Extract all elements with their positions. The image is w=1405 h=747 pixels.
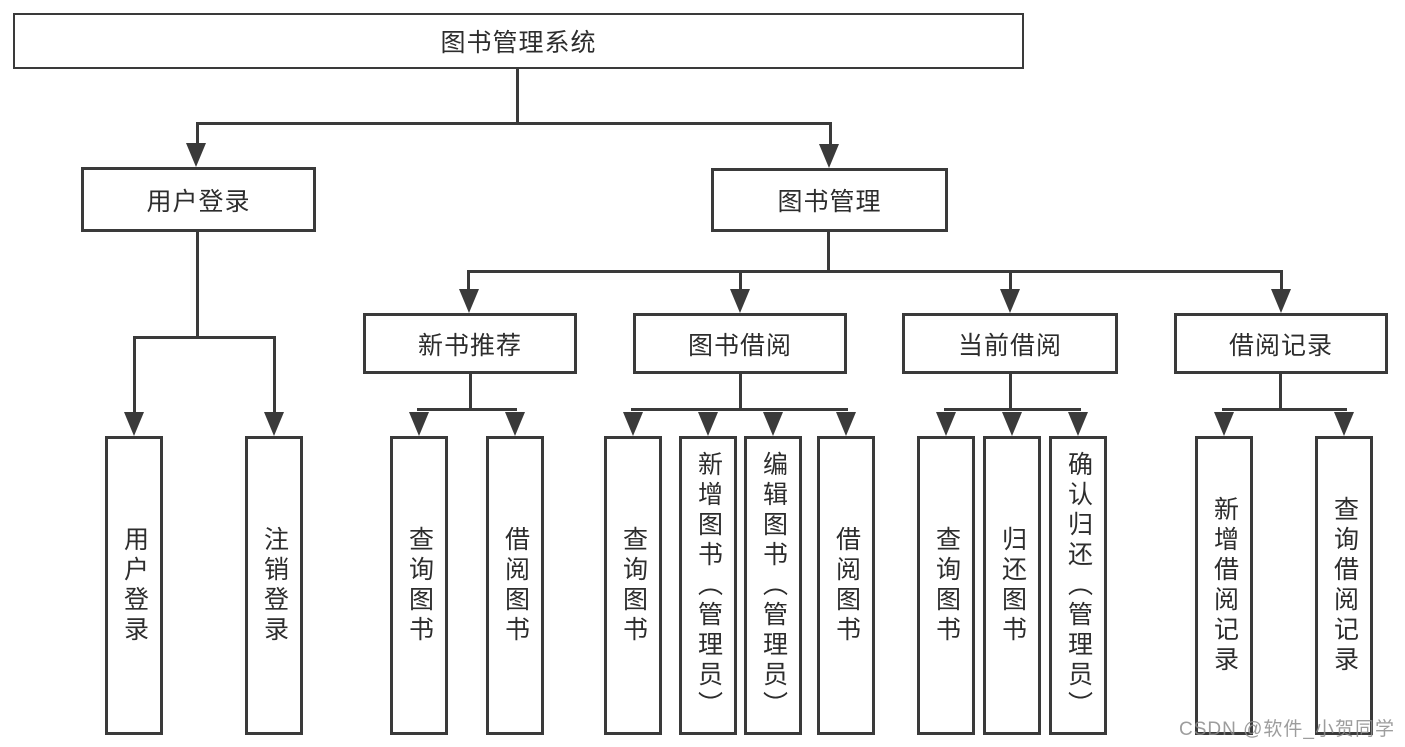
node-book-management: 图书管理: [711, 168, 948, 232]
node-label: 当前借阅: [957, 331, 1062, 360]
connector: [944, 408, 1081, 411]
leaf-query-borrow-record: 查询借阅记录: [1315, 436, 1373, 735]
arrow-down-icon: [819, 144, 839, 168]
arrow-down-icon: [186, 143, 206, 167]
node-label: 新书推荐: [417, 331, 522, 360]
connector: [631, 408, 848, 411]
node-library-management-system: 图书管理系统: [13, 13, 1024, 69]
arrow-down-icon: [459, 289, 479, 313]
arrow-down-icon: [124, 412, 144, 436]
node-label: 用户登录: [146, 187, 251, 216]
arrow-down-icon: [409, 412, 429, 436]
node-label: 图书管理系统: [440, 29, 597, 57]
connector: [1222, 408, 1347, 411]
arrow-down-icon: [623, 412, 643, 436]
leaf-edit-books-admin: 编辑图书（管理员）: [744, 436, 802, 735]
leaf-borrow-books: 借阅图书: [486, 436, 544, 735]
leaf-return-books: 归还图书: [983, 436, 1041, 735]
connector: [273, 336, 276, 414]
node-borrow-records: 借阅记录: [1174, 313, 1388, 374]
arrow-down-icon: [1334, 412, 1354, 436]
connector: [829, 122, 832, 146]
leaf-query-books: 查询图书: [390, 436, 448, 735]
leaf-label: 查询图书: [619, 525, 648, 646]
leaf-query-books: 查询图书: [604, 436, 662, 735]
leaf-query-books: 查询图书: [917, 436, 975, 735]
leaf-label: 确认归还（管理员）: [1064, 450, 1093, 721]
leaf-label: 借阅图书: [832, 525, 861, 646]
node-book-borrow: 图书借阅: [633, 313, 847, 374]
connector: [467, 270, 470, 292]
connector: [469, 374, 472, 408]
leaf-label: 查询借阅记录: [1330, 495, 1359, 676]
leaf-label: 借阅图书: [501, 525, 530, 646]
leaf-label: 新增图书（管理员）: [694, 450, 723, 721]
arrow-down-icon: [698, 412, 718, 436]
leaf-label: 查询图书: [932, 525, 961, 646]
csdn-watermark: CSDN @软件_小贺同学: [1179, 719, 1395, 740]
connector: [1009, 270, 1012, 292]
arrow-down-icon: [1271, 289, 1291, 313]
arrow-down-icon: [1002, 412, 1022, 436]
arrow-down-icon: [1000, 289, 1020, 313]
connector: [827, 232, 830, 272]
leaf-confirm-return-admin: 确认归还（管理员）: [1049, 436, 1107, 735]
leaf-label: 归还图书: [998, 525, 1027, 646]
connector: [739, 270, 742, 292]
arrow-down-icon: [763, 412, 783, 436]
connector: [417, 408, 517, 411]
node-label: 图书借阅: [687, 331, 792, 360]
node-new-book-recommend: 新书推荐: [363, 313, 577, 374]
connector: [467, 270, 1283, 273]
connector: [1280, 270, 1283, 292]
connector: [196, 122, 199, 146]
leaf-label: 用户登录: [120, 525, 149, 646]
connector: [1279, 374, 1282, 408]
arrow-down-icon: [1068, 412, 1088, 436]
leaf-label: 新增借阅记录: [1210, 495, 1239, 676]
arrow-down-icon: [936, 412, 956, 436]
node-user-login: 用户登录: [81, 167, 316, 232]
leaf-add-borrow-record: 新增借阅记录: [1195, 436, 1253, 735]
leaf-logout: 注销登录: [245, 436, 303, 735]
leaf-label: 编辑图书（管理员）: [759, 450, 788, 721]
arrow-down-icon: [730, 289, 750, 313]
node-label: 借阅记录: [1228, 331, 1333, 360]
node-current-borrow: 当前借阅: [902, 313, 1118, 374]
leaf-borrow-books: 借阅图书: [817, 436, 875, 735]
leaf-add-books-admin: 新增图书（管理员）: [679, 436, 737, 735]
connector: [739, 374, 742, 408]
arrow-down-icon: [836, 412, 856, 436]
connector: [196, 232, 199, 336]
arrow-down-icon: [1214, 412, 1234, 436]
connector: [133, 336, 276, 339]
node-label: 图书管理: [777, 188, 882, 216]
connector: [196, 122, 832, 125]
connector: [1009, 374, 1012, 408]
connector: [133, 336, 136, 414]
connector: [516, 69, 519, 123]
arrow-down-icon: [505, 412, 525, 436]
arrow-down-icon: [264, 412, 284, 436]
leaf-label: 注销登录: [260, 525, 289, 646]
leaf-label: 查询图书: [405, 525, 434, 646]
leaf-user-login: 用户登录: [105, 436, 163, 735]
